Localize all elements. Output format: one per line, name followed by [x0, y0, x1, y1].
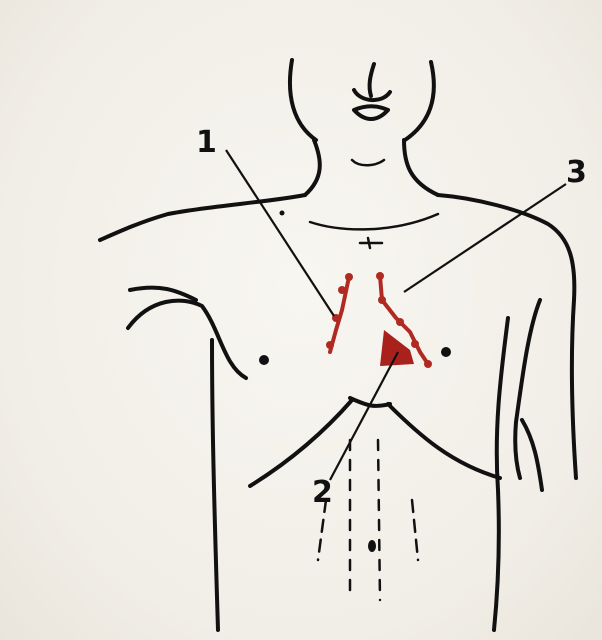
torso: [212, 318, 508, 630]
left-armpit: [128, 301, 246, 378]
right-nipple: [441, 347, 451, 357]
left-costal-margin: [250, 400, 352, 486]
head: [290, 60, 434, 165]
callout-1: 1: [196, 128, 217, 158]
right-costal-margin: [388, 404, 500, 478]
right-border-dot-3: [396, 318, 404, 326]
jugular-notch: [360, 238, 382, 248]
navel: [368, 540, 376, 552]
left-armpit-top: [130, 288, 196, 300]
right-border-dot-4: [411, 340, 419, 348]
left-border-dot-4: [326, 341, 334, 349]
torso-left-edge: [212, 340, 218, 630]
callout-3: 3: [566, 158, 587, 188]
neck-left: [305, 140, 320, 195]
mouth: [354, 106, 388, 119]
nose-bridge: [370, 64, 374, 96]
right-border-dot-1: [376, 272, 384, 280]
neck-right: [404, 140, 438, 195]
leader-line-2: [330, 352, 398, 480]
callout-2: 2: [312, 478, 333, 508]
midline-right: [378, 440, 380, 600]
abdomen-line-2: [412, 500, 418, 560]
right-arm-shading: [522, 420, 542, 490]
face-right-contour: [405, 62, 434, 140]
collar-line: [310, 214, 438, 229]
red-markings: [326, 272, 432, 368]
chin: [352, 160, 384, 165]
face-left-contour: [290, 60, 316, 140]
clavicle-dot: [280, 211, 285, 216]
right-border-dot-5: [424, 360, 432, 368]
left-border-dot-1: [345, 273, 353, 281]
right-border-dot-2: [378, 296, 386, 304]
left-shoulder: [100, 195, 305, 240]
leader-line-3: [404, 184, 566, 292]
dullness-triangle: [380, 330, 414, 366]
left-border-dot-2: [338, 286, 346, 294]
torso-right-edge: [494, 318, 508, 630]
left-nipple: [259, 355, 269, 365]
